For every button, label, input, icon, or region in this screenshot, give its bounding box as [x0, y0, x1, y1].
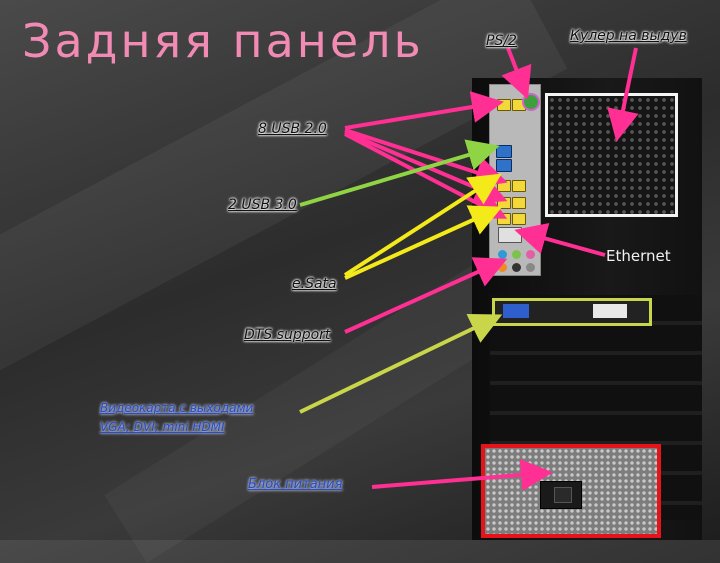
- label-esata: e.Sata: [292, 276, 337, 292]
- vga-port: [503, 304, 529, 318]
- label-cooler: Кулер на выдув: [570, 28, 687, 44]
- arrow-dts: [344, 257, 508, 334]
- arrow-usb2: [344, 91, 504, 130]
- arrow-ethernet: [514, 222, 606, 257]
- usb2-port: [512, 180, 526, 192]
- arrow-esata: [344, 205, 503, 280]
- label-gpu-line1: Видеокарта с выходами: [100, 401, 254, 415]
- slide-title: Задняя панель: [22, 14, 424, 68]
- label-usb30: 2 USB 3.0: [228, 197, 297, 213]
- audio-jack: [512, 250, 521, 259]
- arrow-ps2: [501, 47, 532, 100]
- arrow-esata: [343, 173, 502, 277]
- label-ethernet: Ethernet: [606, 247, 671, 265]
- arrow-psu: [371, 458, 553, 491]
- label-dts: DTS support: [244, 327, 331, 343]
- audio-jack: [526, 263, 535, 272]
- power-switch: [554, 487, 572, 503]
- arrow-usb2: [344, 128, 508, 188]
- psu-highlight-frame: [481, 444, 661, 538]
- label-psu: Блок питания: [248, 477, 343, 492]
- label-gpu-line2: VGA; DVI; mini HDMI: [100, 420, 225, 434]
- arrow-cooler: [607, 47, 639, 142]
- dvi-port: [593, 304, 627, 318]
- usb2-port: [512, 197, 526, 209]
- arrow-usb3: [299, 139, 500, 207]
- arrow-gpu: [299, 314, 503, 414]
- label-usb20: 8 USB 2.0: [258, 121, 327, 137]
- audio-jack: [526, 250, 535, 259]
- audio-jack: [512, 263, 521, 272]
- audio-jack: [498, 250, 507, 259]
- annotation-arrows: [299, 47, 639, 491]
- label-ps2: PS/2: [486, 33, 517, 49]
